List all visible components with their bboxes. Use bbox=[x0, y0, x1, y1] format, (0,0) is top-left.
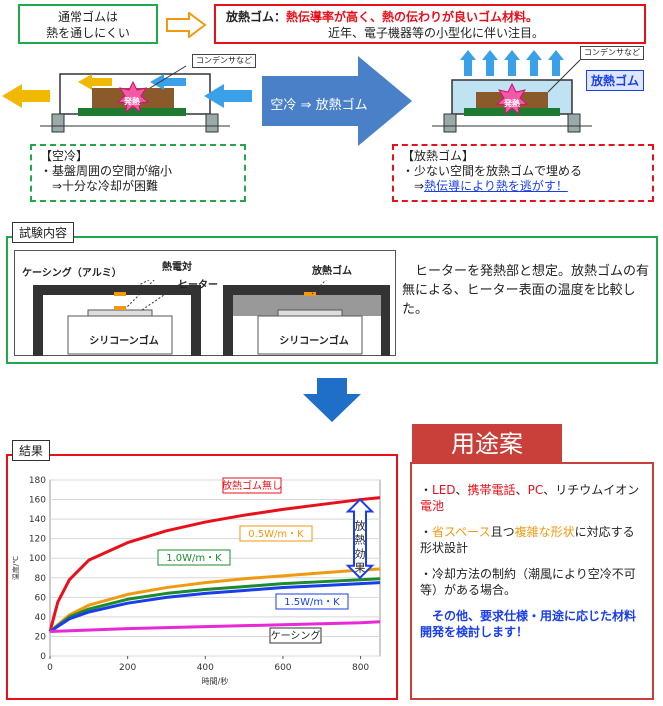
effect-label-char: 放 bbox=[355, 519, 366, 533]
usage-item-cooling: ・冷却方法の制約（潮風により空冷不可等）がある場合。 bbox=[420, 567, 636, 597]
y-axis-label: 温度/℃ bbox=[11, 556, 20, 580]
usage-list: ・LED、携帯電話、PC、リチウムイオン電池 ・省スペース且つ複雑な形状に対応す… bbox=[420, 482, 646, 650]
rubber-line1: ・少ない空間を放熱ゴムで埋める bbox=[402, 164, 583, 178]
x-axis-label: 時間/秒 bbox=[202, 676, 229, 686]
test-apparatus-diagram bbox=[33, 280, 390, 356]
x-tick-label: 400 bbox=[197, 663, 214, 673]
series-label-4: ケーシング bbox=[271, 629, 321, 642]
results-section bbox=[6, 454, 398, 700]
y-tick-label: 140 bbox=[29, 515, 46, 525]
y-tick-label: 40 bbox=[35, 613, 47, 623]
series-label-box-3 bbox=[275, 593, 349, 610]
aircool-board-diagram bbox=[2, 65, 252, 133]
x-tick-label: 600 bbox=[274, 663, 291, 673]
series-label-3: 1.5W/m・K bbox=[284, 597, 340, 608]
down-arrow-icon bbox=[303, 378, 361, 422]
y-tick-label: 160 bbox=[29, 496, 46, 506]
temperature-chart: 0 20 40 60 80 100 120 140 160 180 0 200 400 600 800 時間/… bbox=[11, 476, 381, 686]
rubber-board-diagram bbox=[432, 50, 592, 133]
rubber-title: 【放熱ゴム】 bbox=[402, 149, 475, 163]
outflow-arrow-icon bbox=[2, 84, 50, 108]
y-tick-label: 60 bbox=[35, 593, 47, 603]
series-line-4 bbox=[49, 620, 381, 634]
heat-rubber-badge: 放熱ゴム bbox=[586, 70, 645, 91]
series-label-box-2 bbox=[157, 549, 231, 566]
normal-rubber-line1: 通常ゴムは bbox=[57, 10, 118, 24]
aircool-title: 【空冷】 bbox=[40, 149, 89, 163]
hollow-arrow-icon bbox=[166, 12, 207, 38]
normal-rubber-line2: 熱を通しにくい bbox=[46, 26, 130, 40]
series-label-box-4 bbox=[269, 627, 322, 644]
test-description: ヒーターを発熱部と想定。放熱ゴムの有無による、ヒーター表面の温度を比較した。 bbox=[402, 264, 650, 317]
rubber-line2-link: 熱伝導により熱を逃がす！ bbox=[424, 179, 568, 193]
heat-burst-icon bbox=[116, 80, 150, 114]
usage-item-shape: ・省スペース且つ複雑な形状に対応する形状設計 bbox=[420, 525, 635, 555]
aircool-line2: ⇒十分な冷却が困難 bbox=[40, 179, 159, 193]
usage-header: 用途案 bbox=[412, 424, 562, 464]
inflow-arrow-icon bbox=[204, 84, 252, 108]
effect-label-char: 果 bbox=[355, 562, 366, 575]
silicone-right-label: シリコーンゴム bbox=[279, 336, 349, 347]
x-tick-label: 200 bbox=[119, 663, 136, 673]
thermocouple-label: 熱電対 bbox=[162, 262, 192, 273]
upflow-arrows-icon bbox=[460, 50, 564, 76]
heat-effect-double-arrow-icon bbox=[345, 498, 375, 580]
heater-label: ヒーター bbox=[178, 280, 218, 291]
heat-rubber-title: 放熱ゴム： bbox=[226, 10, 287, 24]
normal-rubber-box: 通常ゴムは 熱を通しにくい bbox=[18, 4, 158, 44]
results-tab: 結果 bbox=[12, 440, 51, 461]
y-tick-label: 80 bbox=[35, 574, 47, 584]
x-tick-label: 800 bbox=[352, 663, 369, 673]
series-label-0: 放熱ゴム無し bbox=[222, 479, 282, 492]
transition-arrow-label: 空冷 ⇒ 放熱ゴム bbox=[270, 98, 368, 113]
rubber-capacitor-label: コンデンサなど bbox=[580, 46, 644, 60]
aircool-explanation-box: 【空冷】 ・基盤周囲の空間が縮小 ⇒十分な冷却が困難 bbox=[30, 144, 246, 202]
test-section bbox=[6, 236, 658, 364]
effect-label-char: 効 bbox=[355, 547, 366, 561]
heat-rubber-description: 熱伝導率が高く、熱の伝わりが良いゴム材料。 bbox=[286, 10, 539, 24]
series-label-1: 0.5W/m・K bbox=[248, 529, 304, 540]
left-casing bbox=[33, 285, 201, 356]
silicone-left-label: シリコーンゴム bbox=[89, 336, 159, 347]
heat-rubber-test-label: 放熱ゴム bbox=[312, 266, 352, 277]
series-label-2: 1.0W/m・K bbox=[166, 553, 222, 564]
inner-arrow-blue-icon bbox=[150, 74, 186, 90]
series-label-box-1 bbox=[239, 525, 313, 542]
y-tick-label: 180 bbox=[29, 476, 46, 486]
series-line-3 bbox=[49, 581, 381, 633]
transition-arrow bbox=[262, 56, 412, 146]
aircool-heat-label: 発熱 bbox=[124, 97, 140, 106]
rubber-explanation-box: 【放熱ゴム】 ・少ない空間を放熱ゴムで埋める ⇒熱伝導により熱を逃がす！ bbox=[392, 144, 654, 202]
y-tick-label: 120 bbox=[29, 535, 46, 545]
right-casing bbox=[223, 285, 390, 356]
usage-item-devices: ・LED、携帯電話、PC、リチウムイオン電池 bbox=[420, 483, 640, 513]
aircool-capacitor-label: コンデンサなど bbox=[192, 54, 256, 68]
rubber-heat-burst-icon bbox=[495, 82, 529, 116]
y-tick-label: 0 bbox=[40, 652, 46, 662]
heat-rubber-definition-box: 放熱ゴム：熱伝導率が高く、熱の伝わりが良いゴム材料。 近年、電子機器等の小型化に… bbox=[214, 4, 646, 44]
rubber-heat-label: 発熱 bbox=[504, 99, 520, 108]
x-tick-label: 0 bbox=[47, 663, 53, 673]
y-tick-label: 20 bbox=[35, 632, 47, 642]
aircool-line1: ・基盤周囲の空間が縮小 bbox=[40, 164, 173, 178]
series-line-1 bbox=[49, 567, 381, 633]
inner-arrow-yellow-icon bbox=[78, 74, 112, 90]
usage-closing: その他、要求仕様・用途に応じた材料開発を検討します！ bbox=[420, 609, 637, 639]
aircool-board bbox=[78, 108, 186, 116]
series-line-0 bbox=[48, 496, 381, 632]
series-line-2 bbox=[49, 577, 381, 633]
rubber-line2-prefix: ⇒ bbox=[402, 179, 425, 193]
series-label-box-0 bbox=[222, 477, 282, 494]
y-tick-label: 100 bbox=[29, 554, 46, 564]
test-tab: 試験内容 bbox=[12, 222, 75, 243]
casing-label: ケーシング（アルミ） bbox=[22, 268, 122, 279]
effect-label-char: 熱 bbox=[355, 534, 366, 547]
heat-rubber-subtitle: 近年、電子機器等の小型化に伴い注目。 bbox=[328, 26, 545, 40]
